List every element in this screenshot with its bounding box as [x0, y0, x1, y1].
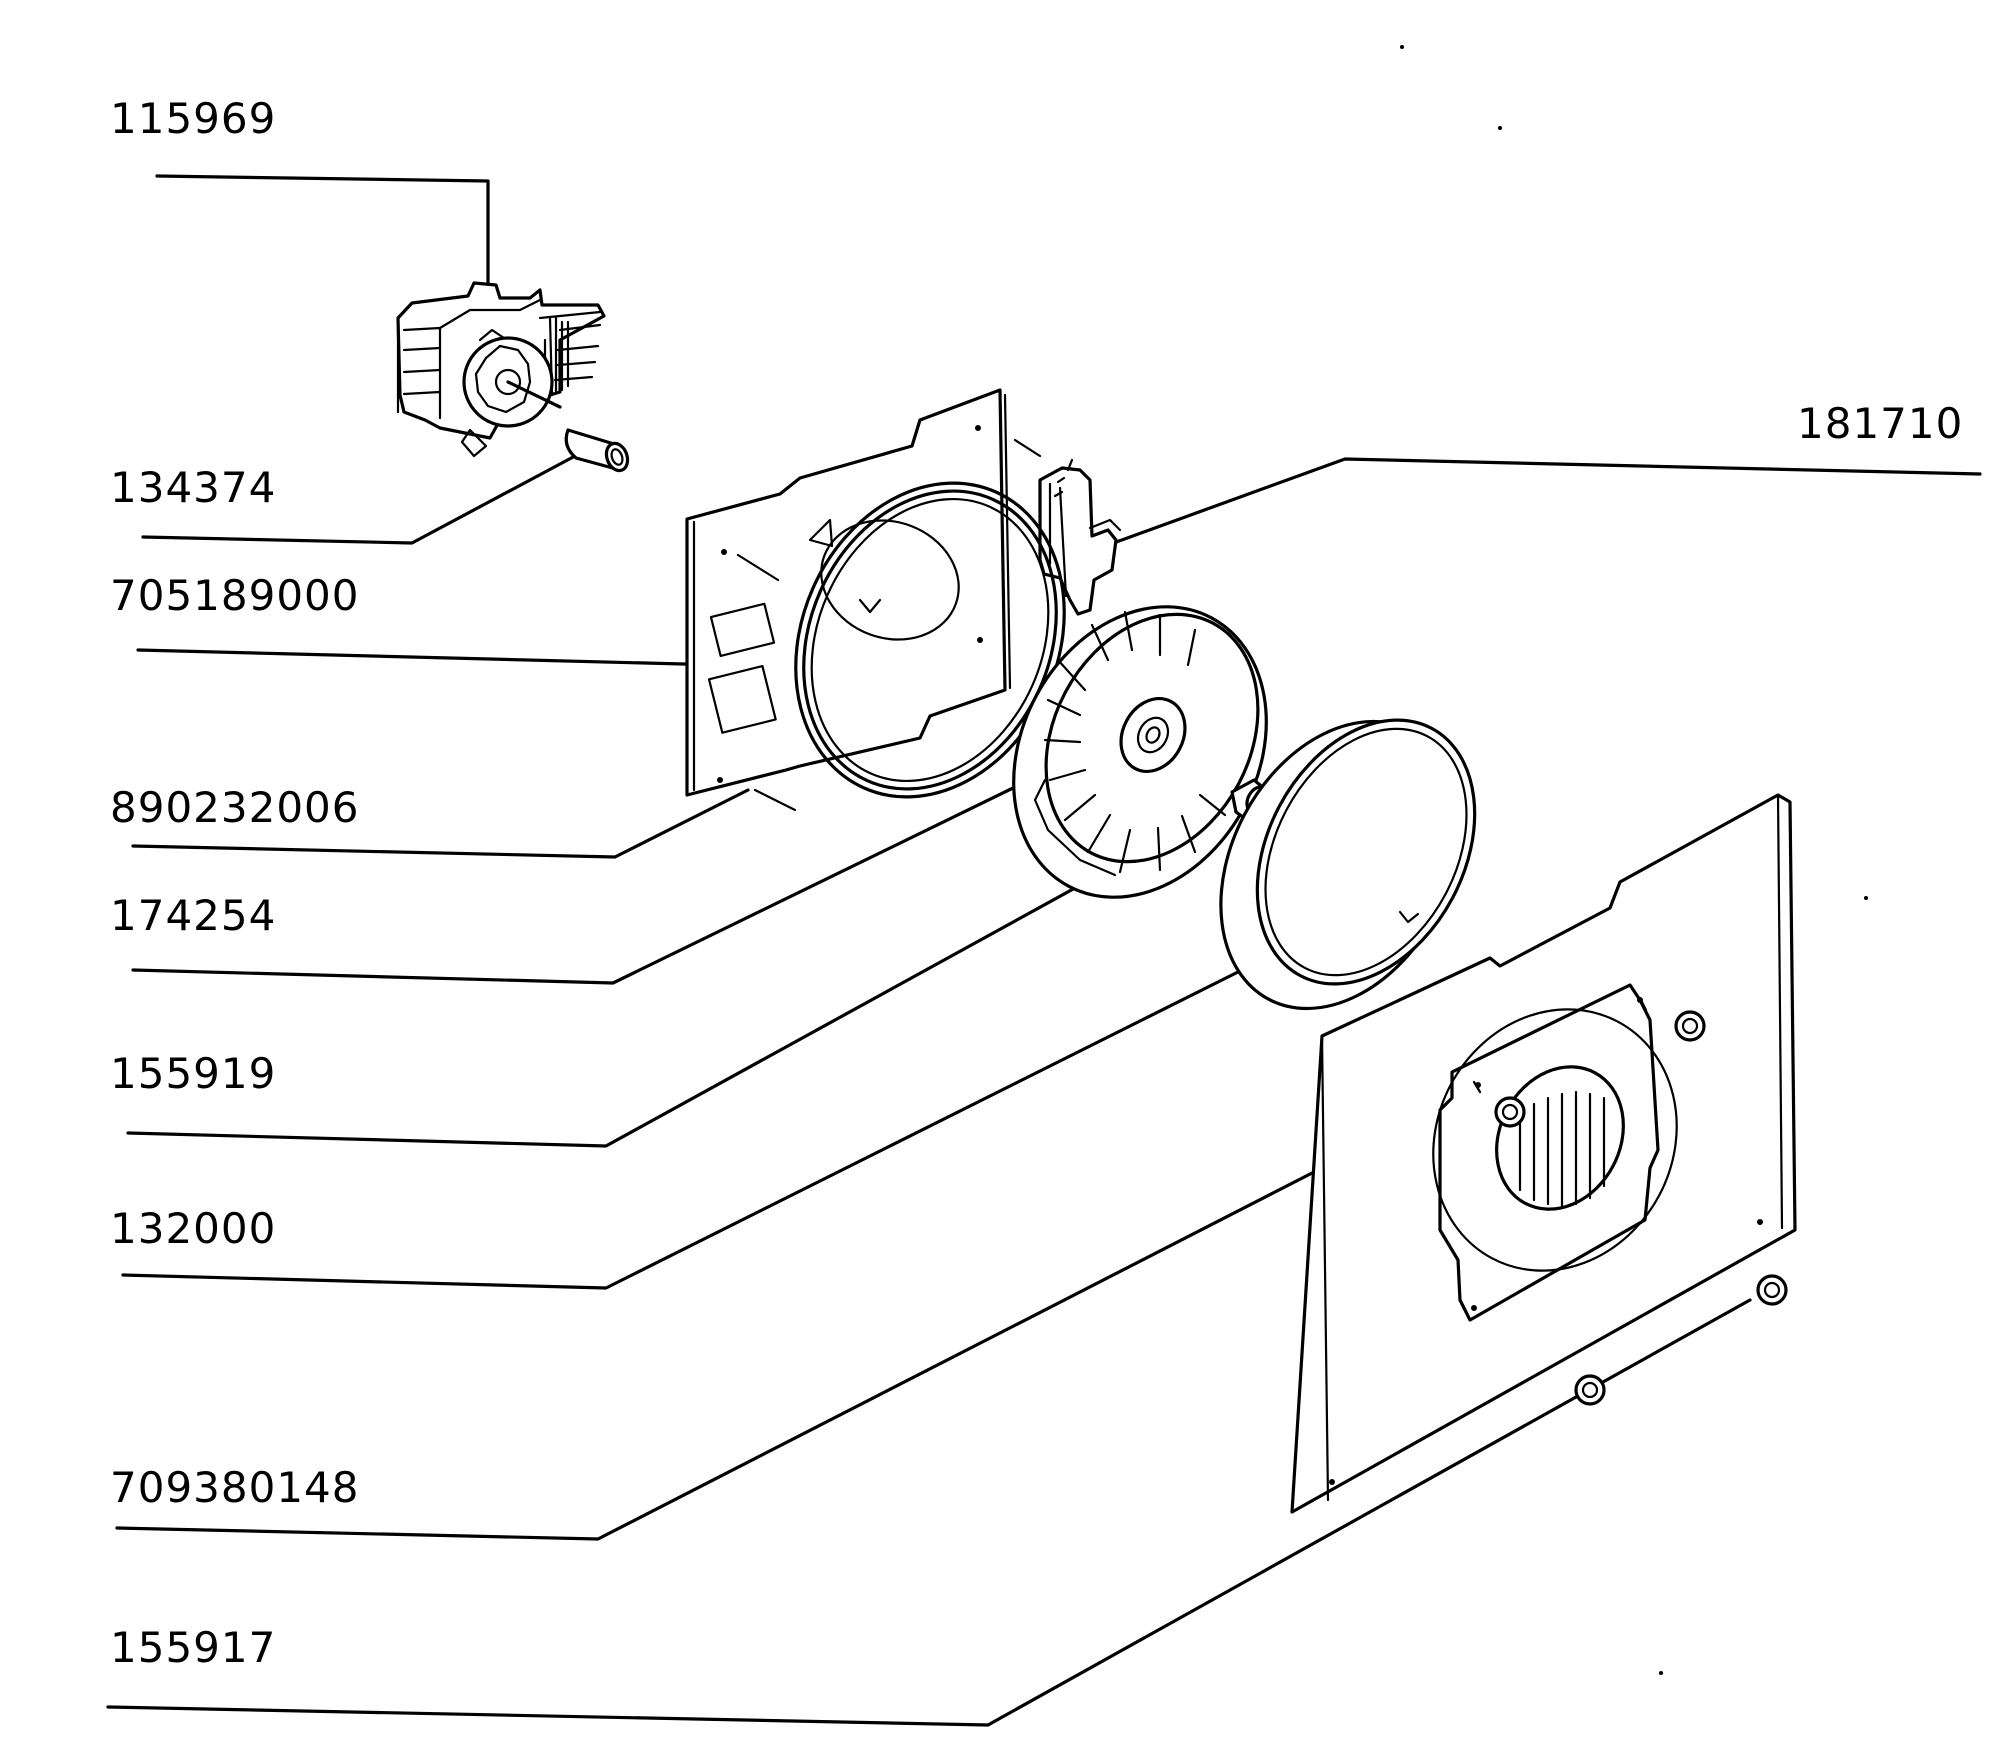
label-screws: 155917 [110, 1623, 276, 1672]
leader-fan-wheel [131, 768, 1052, 985]
leader-gasket [131, 788, 750, 859]
leader-terminal [1106, 457, 1982, 547]
fan-wheel-part [1012, 605, 1268, 899]
label-rear-plate: 705189000 [110, 571, 360, 620]
motor-part [396, 281, 606, 458]
label-bushing: 134374 [110, 463, 276, 512]
leader-element-ring [121, 958, 1264, 1290]
rear-plate-part [685, 388, 1012, 812]
scan-dot [1400, 45, 1404, 49]
leader-fan-nut [126, 798, 1237, 1148]
label-terminal: 181710 [1797, 399, 1963, 448]
leader-cover-plate [115, 1148, 1359, 1541]
scan-dot [1864, 896, 1868, 900]
label-element-ring: 132000 [110, 1204, 276, 1253]
leader-motor [155, 174, 490, 322]
leader-lines [106, 174, 1982, 1727]
terminal-part [1013, 438, 1122, 616]
label-motor: 115969 [110, 94, 276, 143]
label-fan-wheel: 174254 [110, 891, 276, 940]
scan-dot [1498, 126, 1502, 130]
label-cover-plate: 709380148 [110, 1463, 360, 1512]
cover-plate-part [1290, 793, 1797, 1514]
leader-screws [106, 1298, 1752, 1727]
bushing-part [564, 428, 630, 473]
label-gasket: 890232006 [110, 783, 360, 832]
scan-dot [1659, 1671, 1663, 1675]
leader-bushing [141, 454, 577, 545]
leader-rear-plate [136, 648, 724, 667]
element-ring-part [1219, 718, 1477, 1011]
label-fan-nut: 155919 [110, 1049, 276, 1098]
